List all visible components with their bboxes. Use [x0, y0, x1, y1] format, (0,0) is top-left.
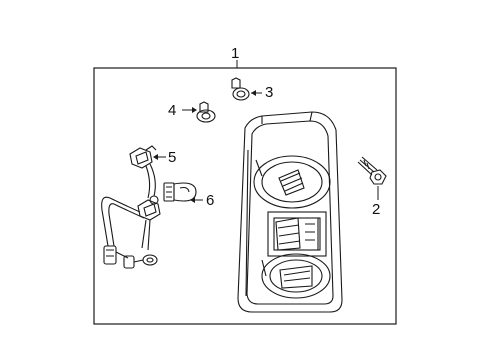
tail-lamp-assembly	[237, 111, 343, 313]
bulb-icon	[163, 182, 197, 202]
callout-2-label: 2	[372, 201, 381, 218]
callout-5-arrow	[153, 154, 158, 160]
callout-6-arrow	[190, 197, 195, 203]
socket-harness-icon	[101, 145, 161, 269]
callout-5-label: 5	[168, 149, 177, 166]
grommet-icon	[231, 77, 250, 101]
callout-1-label: 1	[231, 45, 240, 62]
callout-4-label: 4	[168, 102, 177, 119]
bolt-icon	[357, 156, 387, 185]
callout-3-arrow	[251, 90, 256, 96]
grommet-icon	[196, 101, 216, 123]
callout-4-arrow	[192, 107, 197, 113]
callout-3-label: 3	[265, 84, 274, 101]
assembly-frame	[93, 67, 397, 325]
callout-6-label: 6	[206, 192, 215, 209]
